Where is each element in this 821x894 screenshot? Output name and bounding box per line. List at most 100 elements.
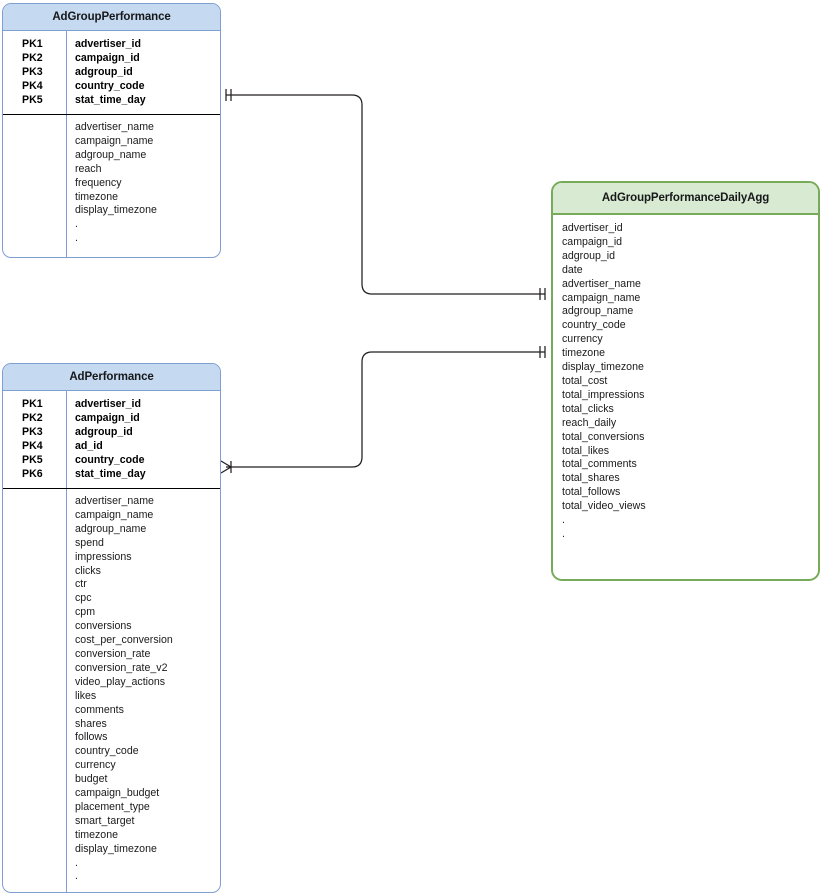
attribute-row: country_code: [562, 319, 626, 332]
attribute-row: date: [562, 263, 583, 276]
attribute-row: timezone: [75, 190, 118, 203]
attribute-row: smart_target: [75, 814, 135, 827]
attribute-row: total_comments: [562, 458, 637, 471]
attribute-row: total_conversions: [562, 430, 645, 443]
field-row: PK2: [22, 412, 43, 424]
attribute-row: timezone: [75, 828, 118, 841]
field-row: PK4: [22, 440, 43, 452]
field-row: country_code: [75, 454, 145, 466]
attribute-row: total_cost: [562, 374, 608, 387]
relationship-line-1: [226, 94, 545, 295]
field-row: campaign_id: [75, 52, 140, 64]
attribute-row: campaign_name: [75, 508, 154, 521]
attribute-row: adgroup_name: [75, 148, 147, 161]
attribute-row: shares: [75, 717, 107, 730]
field-row: PK4: [22, 80, 43, 92]
attribute-row: advertiser_name: [75, 121, 154, 133]
attribute-row: comments: [75, 703, 124, 716]
attribute-row: adgroup_name: [562, 305, 634, 318]
field-row: PK3: [22, 426, 43, 438]
attribute-row: campaign_name: [75, 134, 154, 147]
attribute-row: clicks: [75, 564, 101, 577]
entity-title-adgroup-performance: AdGroupPerformance: [3, 4, 220, 31]
attribute-row: reach: [75, 162, 102, 175]
attribute-row: adgroup_id: [562, 249, 616, 262]
attribute-row: cpc: [75, 592, 92, 605]
attribute-row: total_shares: [562, 472, 620, 485]
entity-title-adgroup-performance-daily-agg: AdGroupPerformanceDailyAgg: [553, 183, 818, 215]
field-row: stat_time_day: [75, 468, 146, 480]
field-row: adgroup_id: [75, 66, 133, 78]
attribute-row: ctr: [75, 578, 87, 591]
attribute-row: spend: [75, 536, 104, 549]
field-row: PK3: [22, 66, 43, 78]
attribute-gutter-ad-performance: [3, 489, 67, 892]
relationship-line-2: [226, 351, 545, 468]
attribute-row: .: [562, 527, 565, 540]
attribute-gutter-adgroup-performance: [3, 115, 67, 257]
attribute-row: display_timezone: [75, 842, 157, 855]
attribute-row: total_follows: [562, 486, 621, 499]
field-row: campaign_id: [75, 412, 140, 424]
relationship-ad-to-dailyagg: [220, 346, 546, 474]
attribute-row: conversions: [75, 620, 132, 633]
attribute-row: .: [75, 218, 78, 231]
attribute-row: follows: [75, 731, 108, 744]
field-row: PK1: [22, 38, 43, 50]
attribute-row: conversion_rate: [75, 647, 151, 660]
attribute-row: conversion_rate_v2: [75, 661, 168, 674]
field-row: PK6: [22, 468, 43, 480]
attribute-row: campaign_name: [562, 291, 641, 304]
attribute-row: advertiser_name: [75, 495, 154, 507]
attribute-row: adgroup_name: [75, 522, 147, 535]
attribute-row: timezone: [562, 347, 605, 360]
attribute-row: impressions: [75, 550, 132, 563]
field-row: advertiser_id: [75, 398, 141, 410]
field-row: ad_id: [75, 440, 103, 452]
attribute-row: .: [562, 514, 565, 527]
attribute-row: total_impressions: [562, 388, 645, 401]
attribute-row: frequency: [75, 176, 122, 189]
attribute-row: advertiser_id: [562, 222, 623, 234]
field-row: PK5: [22, 454, 43, 466]
attribute-row: cost_per_conversion: [75, 634, 173, 647]
attribute-row: .: [75, 870, 78, 883]
field-row: PK1: [22, 398, 43, 410]
attribute-row: campaign_budget: [75, 787, 160, 800]
field-row: PK5: [22, 94, 43, 106]
attribute-row: currency: [562, 333, 603, 346]
entity-adgroup-performance-daily-agg[interactable]: AdGroupPerformanceDailyAgg advertiser_id…: [551, 181, 820, 581]
attribute-row: total_clicks: [562, 402, 614, 415]
attribute-row: cpm: [75, 606, 96, 619]
attribute-row: .: [75, 232, 78, 245]
relationship-adgroup-to-dailyagg: [225, 89, 546, 300]
attribute-row: campaign_id: [562, 235, 623, 248]
attribute-row: display_timezone: [75, 204, 157, 217]
attribute-row: total_likes: [562, 444, 610, 457]
attribute-row: placement_type: [75, 800, 150, 813]
attribute-row: total_video_views: [562, 500, 646, 513]
field-row: stat_time_day: [75, 94, 146, 106]
cardinality-many-crowsfoot-2: [220, 460, 233, 474]
attribute-row: budget: [75, 773, 108, 786]
attribute-row: advertiser_name: [562, 277, 641, 290]
attribute-row: reach_daily: [562, 416, 617, 429]
field-row: country_code: [75, 80, 145, 92]
field-row: PK2: [22, 52, 43, 64]
attribute-row: display_timezone: [562, 361, 644, 374]
field-row: adgroup_id: [75, 426, 133, 438]
attribute-row: likes: [75, 689, 97, 702]
